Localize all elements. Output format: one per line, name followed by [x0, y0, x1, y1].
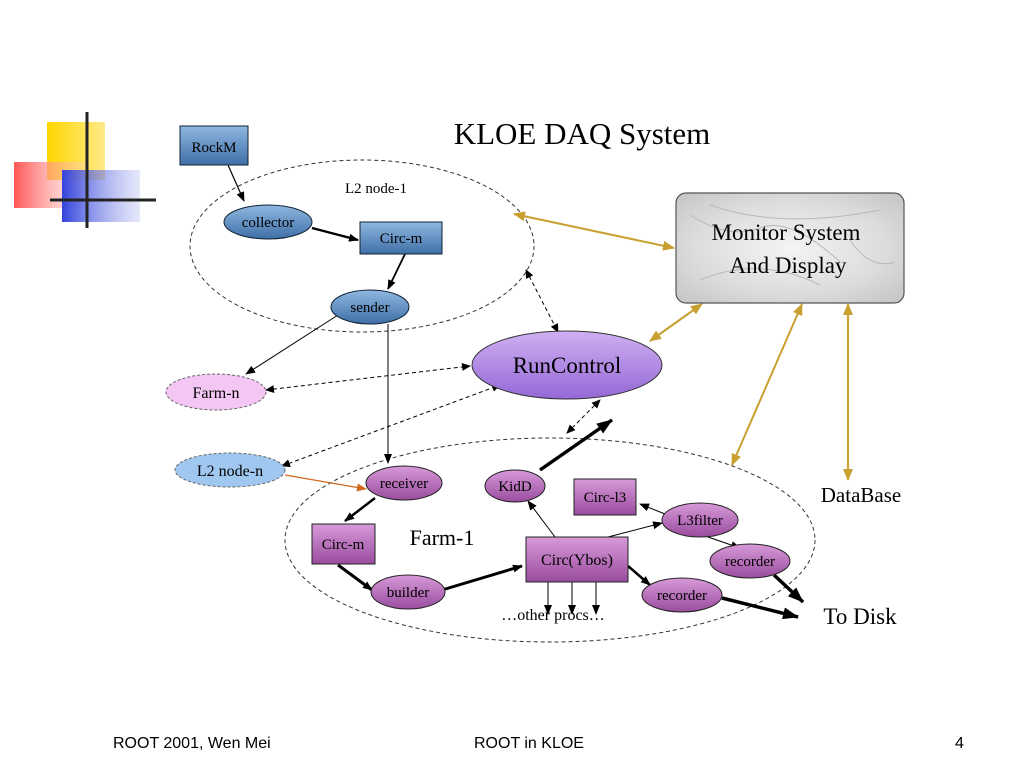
collector-node: collector	[223, 204, 313, 240]
kidd-label: KidD	[498, 479, 532, 495]
monitor-system-box: Monitor System And Display	[675, 192, 905, 304]
arrow-sender-farmn	[245, 314, 339, 375]
collector-label: collector	[242, 215, 294, 231]
dashed-l2node1-runcontrol	[525, 269, 559, 333]
dashed-l2noden-runcontrol	[281, 384, 501, 467]
builder-node: builder	[370, 574, 446, 610]
dashed-farmn-runcontrol	[265, 362, 471, 394]
recorder2-label: recorder	[657, 588, 707, 604]
arrow-circm-sender	[387, 253, 406, 290]
decorative-logo	[14, 112, 156, 228]
arrow-recorder2-todisk	[721, 596, 799, 620]
arrow-circm-builder	[337, 563, 373, 592]
circybos-label: Circ(Ybos)	[541, 552, 613, 569]
receiver-label: receiver	[380, 476, 428, 492]
builder-label: builder	[387, 585, 430, 601]
recorder2-node: recorder	[641, 577, 723, 613]
runcontrol-label: RunControl	[513, 353, 622, 378]
rockm-box: RockM	[179, 125, 249, 166]
gold-runcontrol-monitor	[649, 303, 703, 342]
l3filter-label: L3filter	[677, 513, 723, 529]
sender-label: sender	[350, 300, 389, 316]
recorder1-label: recorder	[725, 554, 775, 570]
todisk-label: To Disk	[823, 604, 897, 629]
arrow-l2noden-receiver	[284, 474, 367, 492]
monitor-system-label-line2: And Display	[730, 253, 847, 278]
circm-top-label: Circ-m	[380, 231, 423, 247]
l2-node-1-label: L2 node-1	[345, 181, 407, 197]
gold-l2node1-monitor	[513, 211, 675, 251]
kloe-daq-diagram: KLOE DAQ System L2 node-1 Farm-1 Monitor…	[165, 116, 905, 643]
footer-presentation-title: ROOT in KLOE	[474, 735, 584, 752]
gold-farm1-monitor	[731, 303, 803, 466]
arrow-rockm-collector	[227, 164, 245, 202]
farm-1-label: Farm-1	[410, 525, 475, 550]
dashed-farm1-runcontrol	[566, 399, 601, 434]
l2noden-label: L2 node-n	[197, 463, 263, 480]
sender-node: sender	[330, 289, 410, 325]
arrow-circybos-recorder2	[627, 565, 651, 586]
arrow-circybos-kidd	[527, 500, 556, 538]
runcontrol-node: RunControl	[471, 330, 663, 400]
arrow-receiver-circm	[344, 497, 376, 522]
circm-top-box: Circ-m	[359, 221, 443, 255]
kidd-node: KidD	[484, 469, 546, 503]
arrow-builder-circybos	[441, 564, 523, 592]
monitor-system-label-line1: Monitor System	[712, 220, 861, 245]
database-label: DataBase	[821, 483, 901, 507]
arrow-recorder1-todisk	[772, 573, 805, 604]
footer-page-number: 4	[955, 735, 964, 752]
diagram-title: KLOE DAQ System	[454, 116, 711, 151]
footer-author: ROOT 2001, Wen Mei	[113, 735, 271, 752]
rockm-label: RockM	[192, 140, 237, 156]
receiver-node: receiver	[365, 465, 443, 501]
farmn-node: Farm-n	[165, 373, 267, 411]
arrow-circybos-l3filter	[607, 521, 663, 538]
arrow-collector-circm	[311, 226, 359, 242]
recorder1-node: recorder	[709, 543, 791, 579]
arrow-l3filter-circl3	[639, 503, 666, 515]
circm-farm-box: Circ-m	[311, 523, 376, 565]
logo-blue-square	[62, 170, 140, 222]
circm-farm-label: Circ-m	[322, 537, 365, 553]
circl3-label: Circ-l3	[584, 490, 627, 506]
farm-1-region	[284, 437, 816, 643]
farmn-label: Farm-n	[192, 385, 239, 402]
arrow-kidd-runcontrol	[539, 418, 613, 472]
other-procs-label: …other procs…	[501, 607, 605, 624]
l2noden-node: L2 node-n	[174, 452, 286, 488]
circybos-box: Circ(Ybos)	[525, 536, 629, 583]
l3filter-node: L3filter	[661, 502, 739, 538]
circl3-box: Circ-l3	[573, 478, 637, 516]
